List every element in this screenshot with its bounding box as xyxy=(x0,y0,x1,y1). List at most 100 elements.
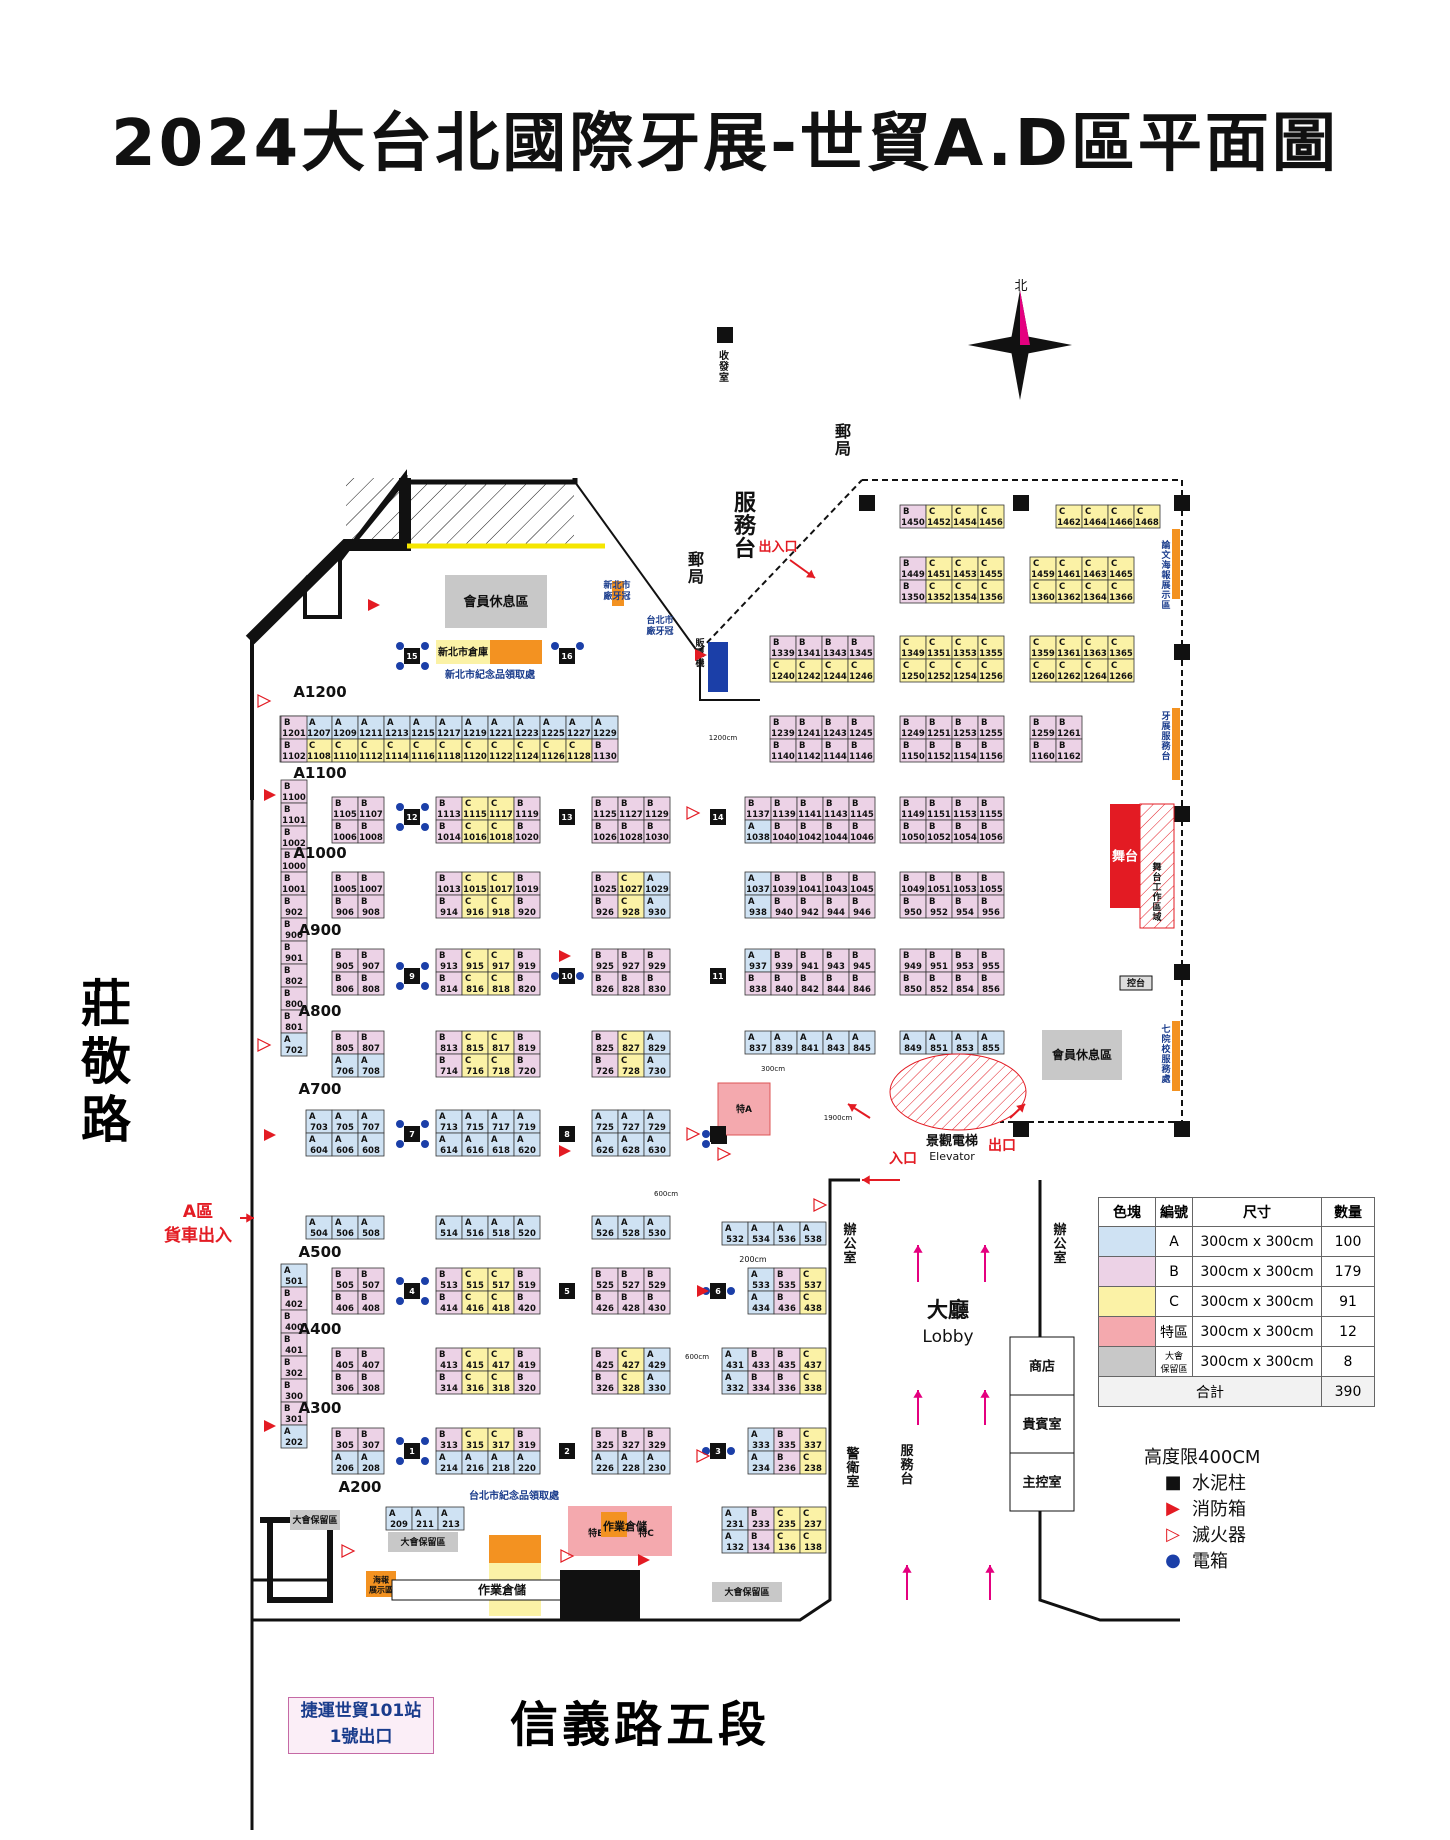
pillar-number: 2 xyxy=(564,1447,570,1456)
booth-number: 1129 xyxy=(645,810,669,820)
pillar-icon xyxy=(1174,1121,1190,1137)
electric-box-icon xyxy=(727,1447,735,1455)
booth-number: 1250 xyxy=(901,672,925,682)
hatched-entrance xyxy=(406,480,574,544)
booth-number: 1117 xyxy=(489,810,513,820)
booth-number: 526 xyxy=(596,1229,614,1239)
extinguisher-icon xyxy=(813,1198,828,1212)
booth-number: 1110 xyxy=(333,752,357,762)
booth-cell xyxy=(513,894,541,919)
booth-cell xyxy=(977,738,1005,763)
booth-number: 538 xyxy=(804,1235,822,1245)
booth-cell xyxy=(513,1450,541,1475)
booth-code: C xyxy=(929,559,935,569)
booth-code: C xyxy=(1111,507,1117,517)
booth-code: A xyxy=(647,1350,654,1360)
booth-code: B xyxy=(748,974,754,984)
booth-number: 1201 xyxy=(282,729,306,739)
booth-number: 1252 xyxy=(927,672,951,682)
booth-number: 1122 xyxy=(489,752,513,762)
booth-number: 325 xyxy=(596,1441,614,1451)
booth-code: B xyxy=(621,1270,627,1280)
booth-number: 1215 xyxy=(411,729,435,739)
booth-code: B xyxy=(826,822,832,832)
booth-code: B xyxy=(335,1033,341,1043)
booth-number: 1053 xyxy=(953,885,977,895)
booth-code: B xyxy=(361,1350,367,1360)
compass-rose: 北 xyxy=(968,279,1072,400)
booth-number: 952 xyxy=(930,908,948,918)
booth-number: 438 xyxy=(804,1304,822,1314)
booth-code: C xyxy=(803,1293,809,1303)
guard-label: 衛 xyxy=(845,1460,859,1476)
booth-number: 1151 xyxy=(927,810,951,820)
pillar-number: 1 xyxy=(409,1447,415,1456)
booth-code: B xyxy=(929,822,935,832)
entrance-label: 入口 xyxy=(889,1151,917,1167)
booth-code: A xyxy=(517,1453,524,1463)
booth-number: 1054 xyxy=(953,833,977,843)
booth-number: 1362 xyxy=(1057,593,1081,603)
booth-number: 1025 xyxy=(593,885,617,895)
booth-number: 218 xyxy=(492,1464,510,1474)
booth-grid[interactable]: B1205A1207A1209A1211A1213A1215A1217A1219… xyxy=(279,504,1161,1554)
booth-code: B xyxy=(800,897,806,907)
legend-code: B xyxy=(1155,1256,1193,1287)
dental-service-label: 台 xyxy=(1161,750,1170,762)
booth-code: C xyxy=(1085,582,1091,592)
booth-code: B xyxy=(929,718,935,728)
booth-code: C xyxy=(491,1350,497,1360)
vip-room-label: 貴賓室 xyxy=(1022,1416,1061,1432)
booth-code: C xyxy=(439,741,445,751)
booth-code: B xyxy=(981,741,987,751)
booth-number: 1029 xyxy=(645,885,669,895)
pillar-number: 7 xyxy=(409,1130,415,1139)
legend-total-label: 合計 xyxy=(1098,1376,1322,1407)
booth-code: C xyxy=(621,1056,627,1066)
booth-code: B xyxy=(284,1312,290,1322)
booth-cell xyxy=(643,971,671,996)
booth-code: C xyxy=(799,661,805,671)
legend-qty: 8 xyxy=(1321,1346,1375,1377)
electric-box-icon xyxy=(421,803,429,811)
booth-code: C xyxy=(1059,559,1065,569)
booth-code: A xyxy=(748,1033,755,1043)
symbol-row: ■水泥柱 xyxy=(1162,1469,1260,1495)
booth-code: C xyxy=(1059,661,1065,671)
legend-qty: 91 xyxy=(1321,1286,1375,1317)
booth-code: A xyxy=(389,1509,396,1519)
booth-number: 1124 xyxy=(515,752,539,762)
dental-service-label: 牙 xyxy=(1161,711,1170,722)
row-label: A500 xyxy=(299,1243,342,1261)
